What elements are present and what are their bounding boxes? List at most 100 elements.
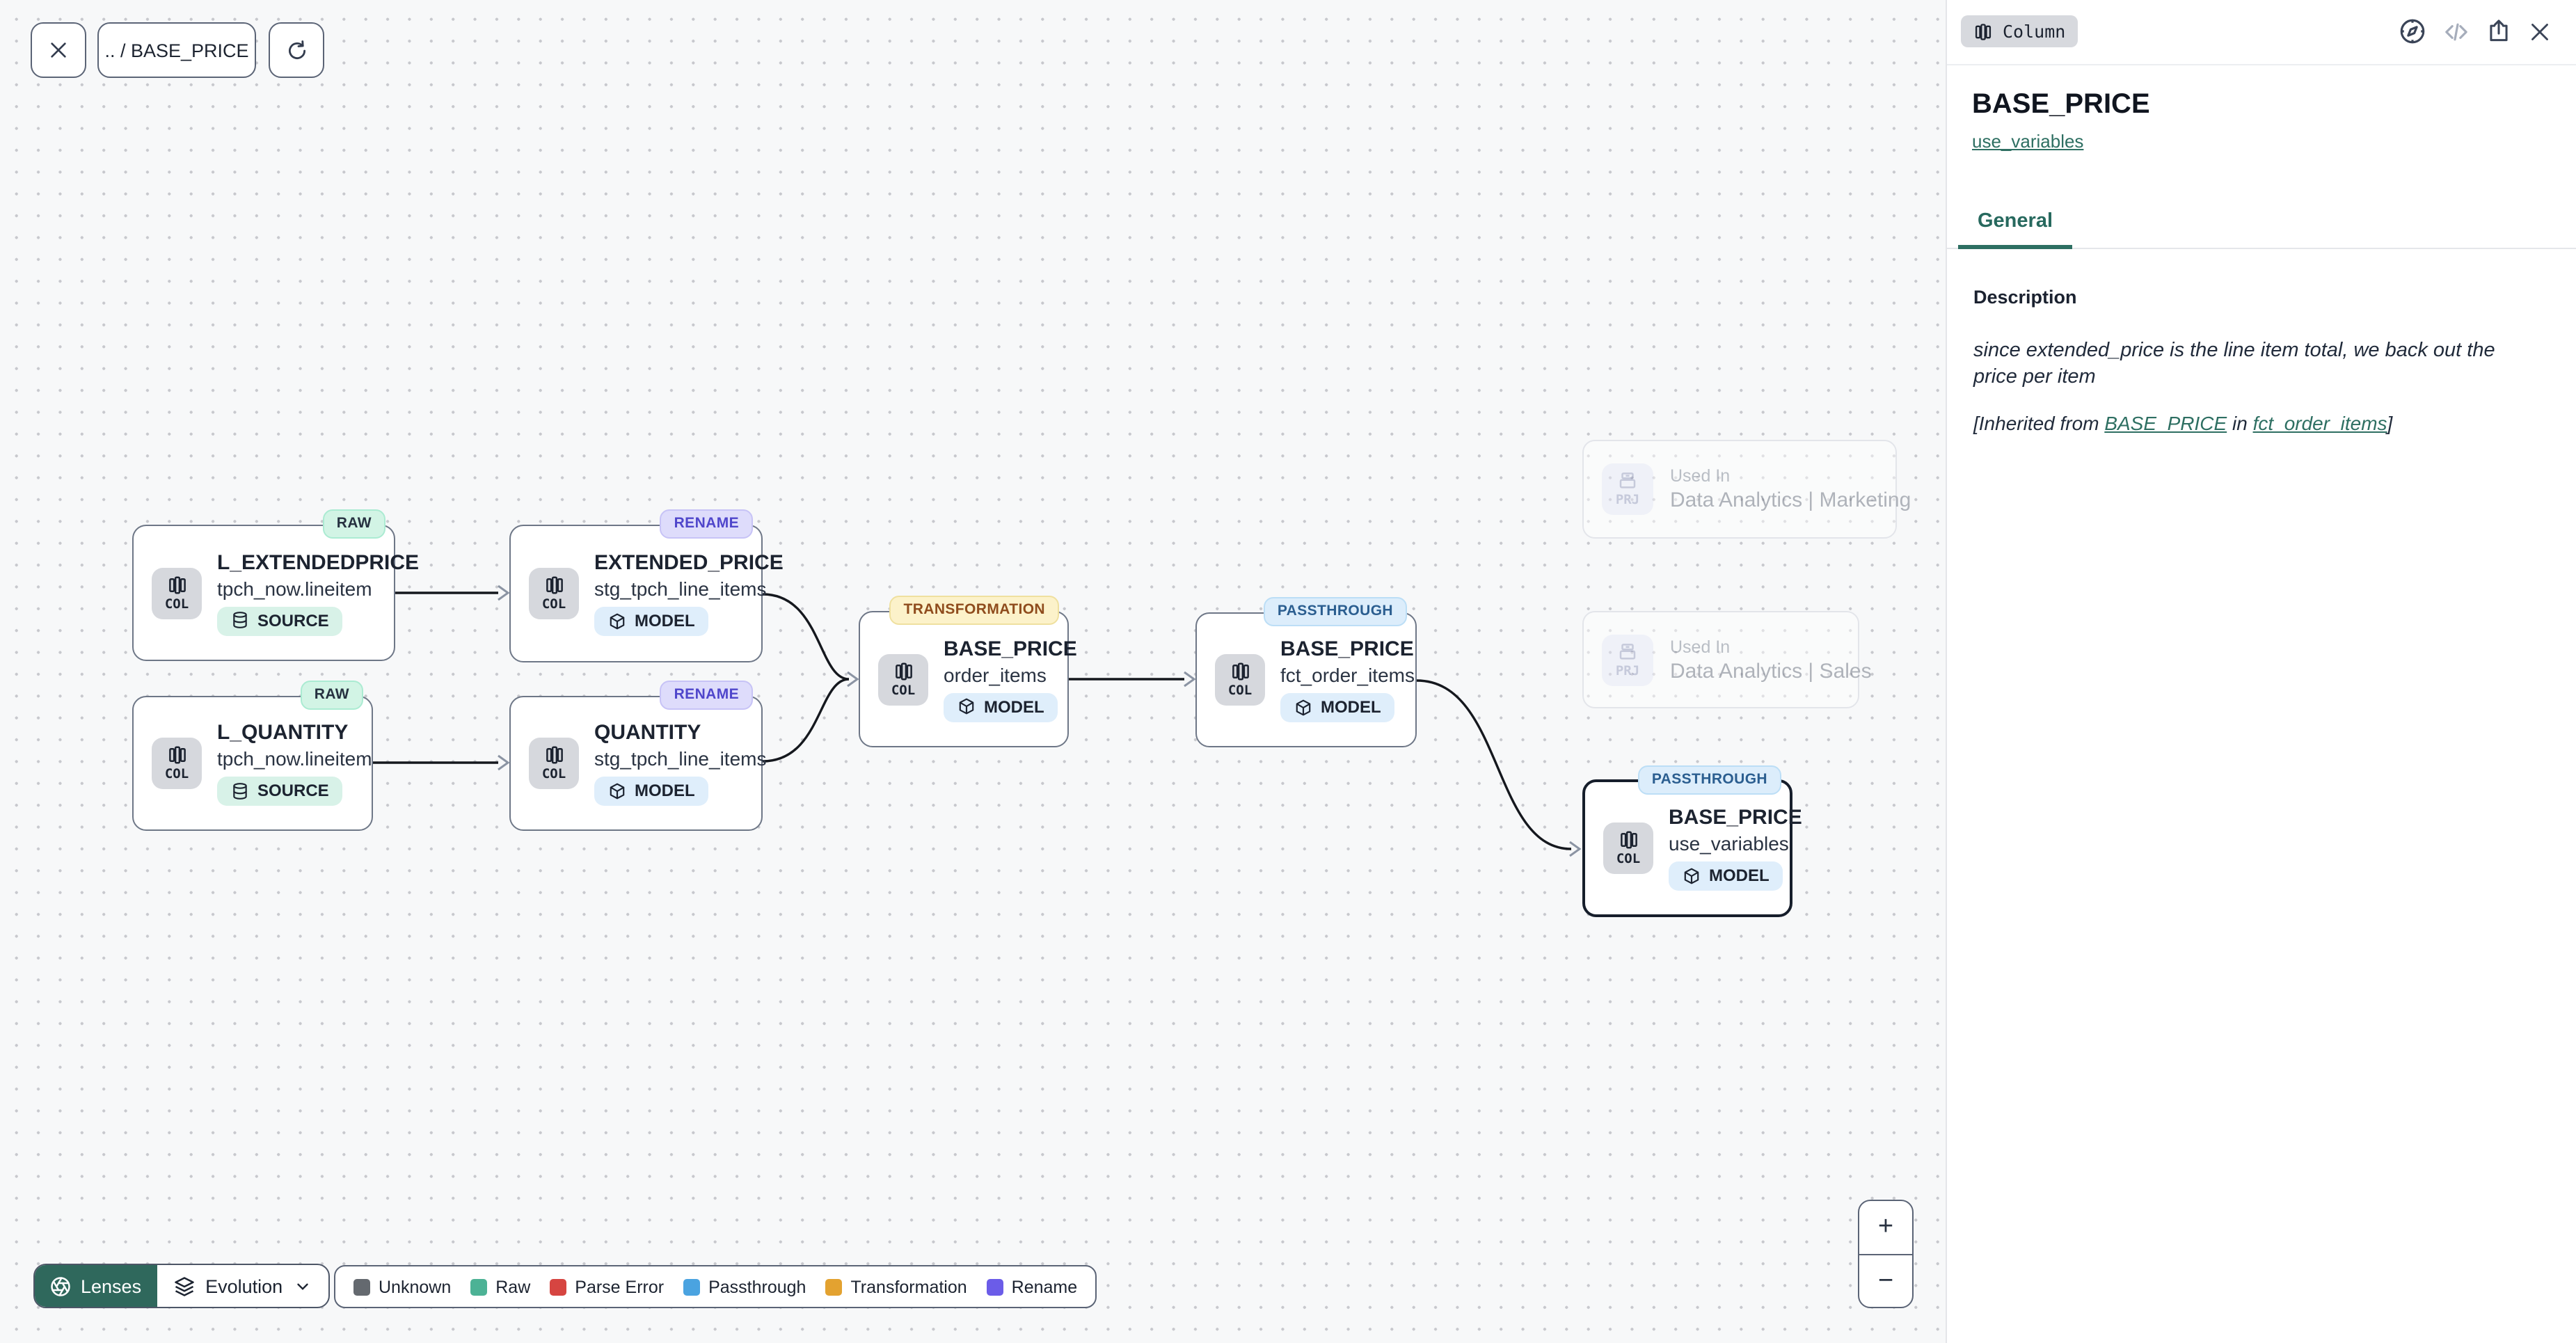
- close-graph-button[interactable]: [31, 22, 86, 78]
- legend-item-raw: Raw: [470, 1277, 530, 1296]
- node-badge: RAW: [300, 681, 363, 710]
- node-badge: RENAME: [660, 509, 753, 539]
- description-inherited: [Inherited from BASE_PRICE in fct_order_…: [1973, 412, 2393, 435]
- close-icon: [51, 42, 66, 58]
- lenses-control: Lenses Evolution: [33, 1264, 331, 1308]
- zoom-in-button[interactable]: +: [1877, 1212, 1894, 1241]
- node-title: BASE_PRICE: [944, 637, 1077, 660]
- zoom-out-button[interactable]: −: [1859, 1254, 1912, 1307]
- legend-swatch: [986, 1278, 1003, 1295]
- node-title: L_QUANTITY: [217, 721, 349, 745]
- lineage-node-base-price-order-items[interactable]: TRANSFORMATION COL BASE_PRICE order_item…: [859, 596, 1077, 747]
- project-kind-icon: PRJ: [1602, 463, 1653, 515]
- node-source-tag: SOURCE: [217, 606, 343, 635]
- project-drawers-icon: [1619, 643, 1636, 659]
- database-icon: [233, 612, 247, 628]
- close-panel-button[interactable]: [2527, 19, 2552, 44]
- legend-swatch: [825, 1278, 843, 1295]
- refresh-button[interactable]: [269, 22, 324, 78]
- cube-icon: [959, 698, 974, 715]
- breadcrumb[interactable]: .. / BASE_PRICE: [97, 22, 256, 78]
- inherited-model-link[interactable]: fct_order_items: [2252, 412, 2387, 435]
- column-kind-icon: COL: [152, 738, 202, 789]
- share-icon: [2490, 19, 2508, 42]
- column-kind-icon: COL: [529, 568, 579, 619]
- edge-type-legend: Unknown Raw Parse Error Passthrough Tran…: [334, 1265, 1097, 1308]
- node-model-tag: MODEL: [1280, 693, 1395, 722]
- node-title: EXTENDED_PRICE: [594, 551, 784, 575]
- lineage-node-base-price-use-variables-selected[interactable]: PASSTHROUGH COL BASE_PRICE use_variables…: [1582, 765, 1802, 917]
- database-icon: [233, 782, 247, 799]
- lenses-button[interactable]: Lenses: [35, 1265, 157, 1307]
- layers-icon: [174, 1276, 193, 1296]
- cube-icon: [1296, 699, 1311, 715]
- legend-item-unknown: Unknown: [353, 1277, 451, 1296]
- used-in-label: Used In: [1670, 466, 1731, 486]
- legend-swatch: [683, 1278, 701, 1295]
- node-badge: RAW: [322, 509, 385, 539]
- close-icon: [2531, 23, 2548, 40]
- used-in-value: Data Analytics | Marketing: [1670, 488, 1911, 512]
- node-kind-label: COL: [1227, 683, 1253, 699]
- aperture-icon: [51, 1276, 70, 1296]
- description-label: Description: [1973, 287, 2077, 308]
- lens-selector-dropdown[interactable]: Evolution: [157, 1265, 328, 1307]
- node-badge: TRANSFORMATION: [889, 596, 1059, 625]
- columns-icon: [546, 576, 562, 594]
- details-panel: Column BASE_PRICE use_variables Gener: [1946, 0, 2576, 1343]
- lineage-canvas[interactable]: .. / BASE_PRICE RAW COL L_EXTENDEDPRICE …: [0, 0, 1946, 1343]
- used-in-label: Used In: [1670, 637, 1731, 656]
- share-button[interactable]: [2486, 18, 2512, 45]
- node-badge: RENAME: [660, 681, 753, 710]
- node-source-tag: SOURCE: [217, 777, 343, 806]
- lineage-node-quantity[interactable]: RENAME COL QUANTITY stg_tpch_line_items …: [509, 681, 767, 831]
- legend-item-rename: Rename: [986, 1277, 1077, 1296]
- used-in-marketing[interactable]: PRJ Used In Data Analytics | Marketing: [1582, 440, 1911, 539]
- column-kind-icon: COL: [529, 738, 579, 789]
- lineage-node-extended-price[interactable]: RENAME COL EXTENDED_PRICE stg_tpch_line_…: [509, 509, 784, 662]
- entity-type-badge: Column: [1961, 15, 2078, 47]
- cube-icon: [610, 782, 625, 799]
- lenses-label: Lenses: [81, 1276, 142, 1296]
- node-subtitle: tpch_now.lineitem: [217, 747, 372, 770]
- node-kind-label: PRJ: [1615, 663, 1640, 678]
- explore-button[interactable]: [2398, 17, 2427, 46]
- legend-item-parse-error: Parse Error: [550, 1277, 664, 1296]
- columns-icon: [168, 746, 185, 764]
- page-title: BASE_PRICE: [1972, 89, 2150, 120]
- inherited-column-link[interactable]: BASE_PRICE: [2104, 412, 2227, 435]
- used-in-sales[interactable]: PRJ Used In Data Analytics | Sales: [1582, 611, 1872, 708]
- used-in-value: Data Analytics | Sales: [1670, 659, 1872, 683]
- node-kind-label: COL: [164, 596, 189, 612]
- model-link[interactable]: use_variables: [1972, 131, 2084, 152]
- project-drawers-icon: [1619, 472, 1636, 488]
- node-subtitle: stg_tpch_line_items: [594, 747, 767, 770]
- columns-icon: [1232, 662, 1248, 681]
- entity-type-label: Column: [2003, 21, 2066, 42]
- code-icon: [2445, 22, 2467, 40]
- columns-icon: [895, 662, 912, 680]
- node-subtitle: order_items: [944, 663, 1047, 685]
- cube-icon: [610, 612, 625, 629]
- column-kind-icon: COL: [152, 567, 202, 619]
- column-kind-icon: COL: [878, 653, 928, 705]
- node-model-tag: MODEL: [1669, 861, 1783, 891]
- cube-icon: [1684, 867, 1699, 884]
- tab-general[interactable]: General: [1958, 199, 2072, 249]
- project-kind-icon: PRJ: [1602, 634, 1653, 685]
- zoom-controls: + −: [1858, 1200, 1914, 1308]
- lineage-node-l-extendedprice[interactable]: RAW COL L_EXTENDEDPRICE tpch_now.lineite…: [132, 509, 419, 661]
- node-kind-label: COL: [164, 767, 189, 782]
- view-code-button[interactable]: [2442, 17, 2470, 45]
- refresh-icon: [288, 40, 305, 59]
- node-subtitle: tpch_now.lineitem: [217, 577, 372, 599]
- node-subtitle: fct_order_items: [1280, 664, 1415, 686]
- node-model-tag: MODEL: [594, 607, 709, 636]
- column-kind-icon: COL: [1215, 654, 1265, 706]
- panel-tabs: General: [1947, 199, 2576, 249]
- columns-icon: [1620, 831, 1637, 849]
- lineage-node-l-quantity[interactable]: RAW COL L_QUANTITY tpch_now.lineitem SOU…: [132, 681, 373, 831]
- description-section: Description since extended_price is the …: [1947, 287, 2576, 434]
- lineage-node-base-price-fct-order-items[interactable]: PASSTHROUGH COL BASE_PRICE fct_order_ite…: [1195, 597, 1417, 747]
